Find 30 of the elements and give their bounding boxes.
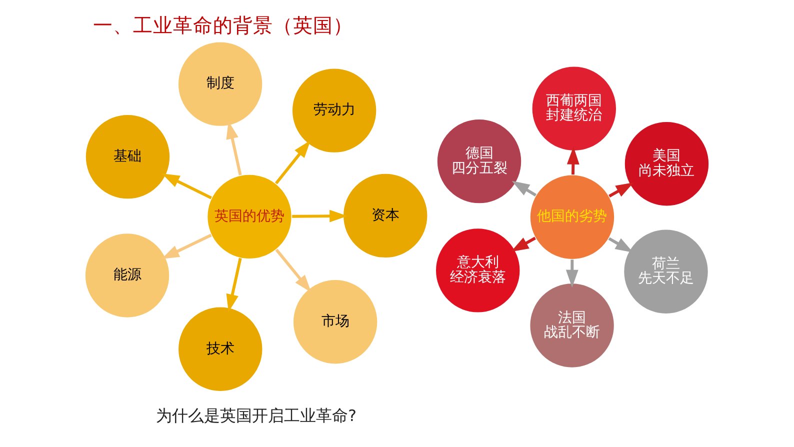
node-circle: 技术 xyxy=(178,306,264,392)
node-circle: 西葡两国 封建统治 xyxy=(531,66,617,152)
label: 为什么是英国开启工业革命? xyxy=(156,406,356,425)
arrow xyxy=(512,180,537,196)
arrow xyxy=(292,210,348,222)
node-circle: 美国 尚未独立 xyxy=(624,121,710,207)
arrow xyxy=(275,248,312,292)
node-circle: 劳动力 xyxy=(291,68,378,154)
node-circle: 制度 xyxy=(177,41,264,127)
node-circle: 英国的优势 xyxy=(206,174,292,260)
arrow xyxy=(162,174,212,200)
diagram-title: 一、工业革命的背景（英国） xyxy=(92,14,353,37)
arrow xyxy=(161,234,212,260)
arrow xyxy=(510,236,536,252)
node-circle: 他国的劣势 xyxy=(529,174,616,260)
arrow xyxy=(566,146,580,175)
node-circle: 德国 四分五裂 xyxy=(436,118,522,204)
arrow xyxy=(226,121,242,176)
node-circle: 市场 xyxy=(292,279,378,365)
node-circle: 法国 战乱不断 xyxy=(529,282,615,368)
node-circle: 基础 xyxy=(84,114,171,200)
arrow xyxy=(608,182,634,198)
arrow xyxy=(226,258,242,312)
node-circle: 荷兰 先天不足 xyxy=(623,228,709,314)
node-circle: 意大利 经济衰落 xyxy=(435,228,521,314)
arrow xyxy=(274,140,311,184)
node-circle: 资本 xyxy=(342,172,428,258)
arrow xyxy=(566,260,578,288)
arrow xyxy=(608,237,634,253)
node-circle: 能源 xyxy=(84,232,170,318)
